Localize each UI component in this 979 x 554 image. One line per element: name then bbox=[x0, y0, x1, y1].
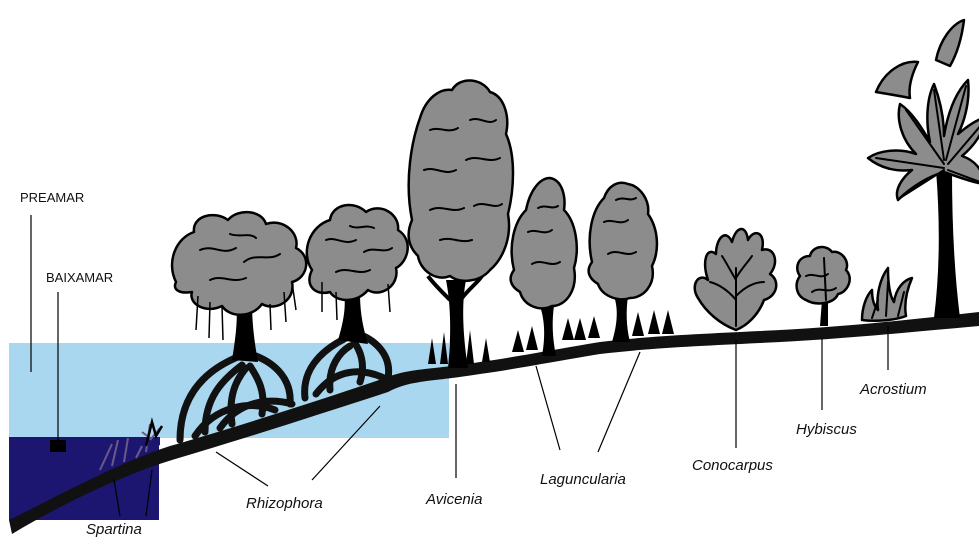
baixamar-marker-block bbox=[50, 440, 66, 452]
acrostium-fern bbox=[862, 268, 912, 321]
preamar-label: PREAMAR bbox=[20, 190, 84, 205]
conocarpus-shrub bbox=[695, 229, 777, 330]
label-hybiscus: Hybiscus bbox=[796, 421, 857, 438]
label-conocarpus: Conocarpus bbox=[692, 457, 773, 474]
label-acrostium: Acrostium bbox=[859, 381, 927, 398]
laguncularia-tree-2 bbox=[562, 183, 674, 342]
label-laguncularia: Laguncularia bbox=[540, 471, 626, 488]
low-tide-water-fill bbox=[9, 437, 159, 520]
label-avicenia: Avicenia bbox=[425, 491, 482, 508]
avicenia-tree bbox=[409, 80, 513, 368]
label-rhizophora: Rhizophora bbox=[246, 495, 323, 512]
hybiscus-shrub bbox=[797, 247, 850, 326]
baixamar-label: BAIXAMAR bbox=[46, 270, 113, 285]
label-spartina: Spartina bbox=[86, 521, 142, 538]
